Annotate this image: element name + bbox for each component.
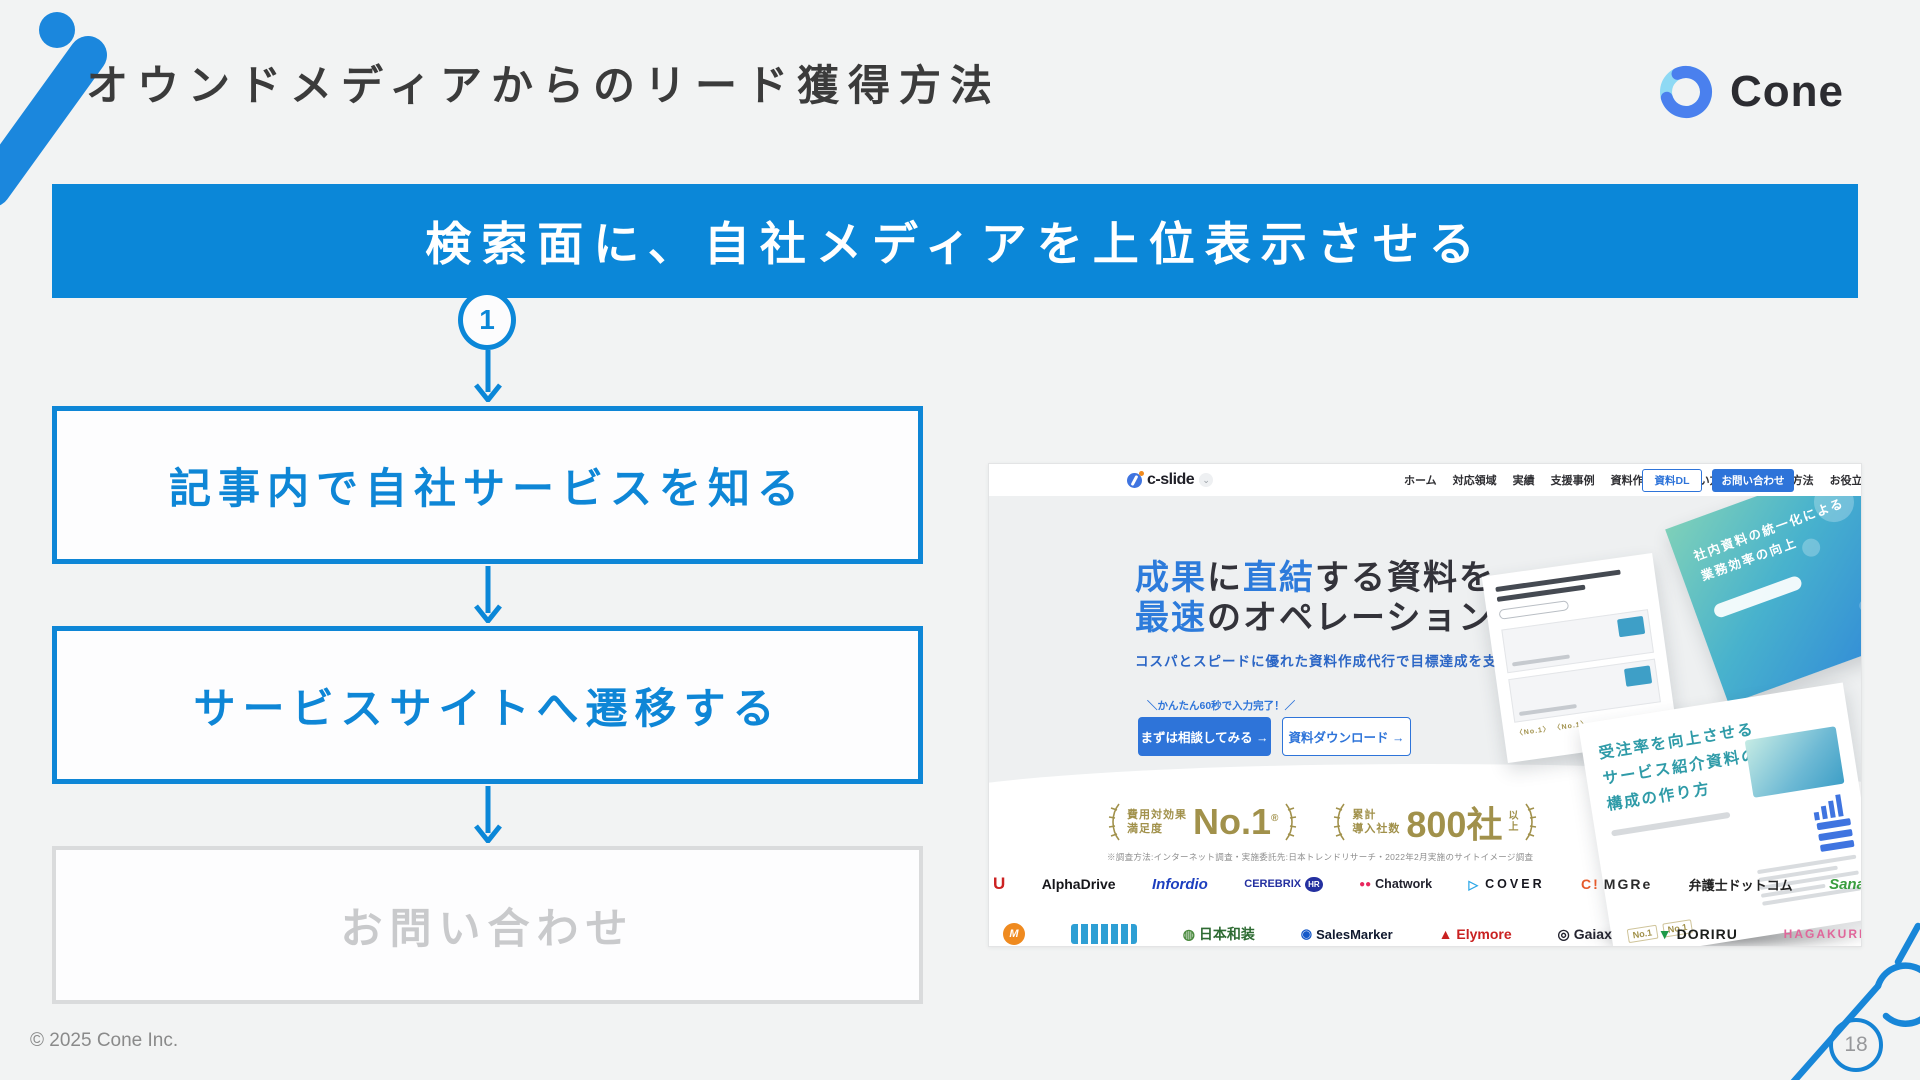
client-logo: ◎ Gaiax: [1557, 925, 1612, 943]
award-big-text: 800社: [1406, 804, 1503, 845]
client-logo: Sana: [1829, 875, 1862, 893]
flow-box-know-service: 記事内で自社サービスを知る: [52, 406, 923, 564]
client-logo: ●● Chatwork: [1359, 877, 1433, 891]
hero-word-blue: 最速: [1135, 599, 1207, 637]
client-logo: [1070, 924, 1137, 944]
hero-word-blue: 直結: [1243, 559, 1315, 597]
survey-note: ※調査方法:インターネット調査・実施委託先:日本トレンドリサーチ・2022年2月…: [1107, 852, 1534, 862]
hero-word-blue: 成果: [1135, 559, 1207, 597]
blue-bars-icon: [1070, 924, 1137, 944]
orange-swirl-icon: M: [1003, 923, 1025, 945]
flow-box-label: サービスサイトへ遷移する: [193, 684, 782, 732]
cone-ring-icon: [1660, 66, 1712, 118]
client-logo: ▷ COVER: [1468, 877, 1545, 892]
chevron-down-icon: ⌄: [1199, 473, 1214, 487]
nav-link-results[interactable]: 実績: [1512, 475, 1535, 487]
cone-logo-text: Cone: [1730, 67, 1844, 116]
cone-logo: Cone: [1658, 64, 1844, 120]
site-hero-subtitle: コスパとスピードに優れた資料作成代行で目標達成を支援します: [1135, 654, 1556, 669]
client-logo: AlphaDrive: [1041, 876, 1116, 892]
hero-word: に: [1207, 559, 1243, 597]
cslide-logo[interactable]: c-slide ⌄: [1127, 464, 1214, 496]
mgre-icon: C!: [1581, 876, 1600, 892]
flow-box-go-to-site: サービスサイトへ遷移する: [52, 626, 923, 784]
flow-box-label: 記事内で自社サービスを知る: [168, 464, 806, 512]
client-logo: U: [993, 874, 1006, 893]
leaf-icon: ◍: [1182, 925, 1195, 942]
laurel-left-icon: [1334, 803, 1346, 841]
award-badge-800: 累計 導入社数 800社 以 上: [1332, 796, 1538, 848]
laurel-right-icon: [1525, 803, 1537, 841]
mini-bar-chart: [1812, 794, 1844, 821]
hero-word: する資料を: [1315, 559, 1495, 597]
award-badges: 費用対効果 満足度 No.1® 累計 導入社数 800社 以 上: [1107, 796, 1538, 848]
cerebrix-hr-icon: HR: [1305, 876, 1323, 892]
step-number-badge: 1: [458, 290, 516, 350]
client-logo: C! MGRe: [1581, 876, 1653, 892]
client-logo: ▲ Elymore: [1438, 926, 1512, 942]
client-logo: HAGAKURE: [1783, 927, 1862, 941]
client-logo: Infordio: [1152, 875, 1208, 893]
site-hero-microcopy: ＼かんたん60秒で入力完了！／: [1147, 700, 1296, 712]
nav-link-resources[interactable]: お役立ち資料: [1829, 475, 1862, 487]
flow-arrow-down-icon: [474, 566, 502, 623]
website-screenshot: c-slide ⌄ ホーム 対応領域 実績 支援事例 資料作成代行の使い方 料金…: [988, 463, 1862, 947]
laurel-right-icon: [1285, 803, 1297, 841]
laurel-left-icon: [1108, 803, 1120, 841]
flame-icon: ▲: [1438, 926, 1453, 942]
award-label-bottom: 満足度: [1127, 823, 1163, 835]
client-logo: ◉ SalesMarker: [1300, 926, 1393, 942]
download-cta-button[interactable]: 資料ダウンロード →: [1282, 717, 1411, 756]
client-logo: 弁護士ドットコム: [1688, 877, 1793, 893]
award-suffix: 上: [1508, 822, 1519, 833]
chatwork-icon: ●●: [1359, 878, 1372, 890]
client-logo: ◍ 日本和装: [1182, 925, 1255, 943]
award-suffix: 以: [1508, 811, 1519, 822]
copyright-text: © 2025 Cone Inc.: [30, 1030, 179, 1051]
doriru-icon: ▼: [1657, 926, 1673, 942]
flow-arrow-down-icon: [474, 786, 502, 843]
flow-box-contact: お問い合わせ: [52, 846, 923, 1004]
contact-button[interactable]: お問い合わせ: [1712, 469, 1794, 492]
award-label-bottom: 導入社数: [1352, 823, 1401, 835]
nav-link-home[interactable]: ホーム: [1404, 475, 1437, 487]
client-logos-row2: M ◍ 日本和装 ◉ SalesMarker ▲ Elymore ◎ Gaiax: [989, 912, 1862, 946]
nav-link-areas[interactable]: 対応領域: [1452, 475, 1497, 487]
headline-banner: 検索面に、自社メディアを上位表示させる: [52, 184, 1858, 298]
client-logo: M: [1003, 923, 1025, 945]
nav-link-cases[interactable]: 支援事例: [1550, 475, 1595, 487]
slide-mockup-white-large: 受注率を向上させる サービス紹介資料の 構成の作り方 No.1 No.1: [1578, 682, 1861, 946]
headline-banner-text: 検索面に、自社メディアを上位表示させる: [425, 218, 1485, 270]
registered-mark: ®: [1271, 813, 1279, 824]
award-big-text: No.1: [1193, 801, 1272, 842]
award-badge-no1: 費用対効果 満足度 No.1®: [1107, 801, 1298, 843]
teal-slide-button: [1712, 574, 1804, 620]
client-logo: ▼ DORIRU: [1657, 926, 1738, 942]
flow-arrow-down-icon: [474, 350, 502, 402]
cover-play-icon: ▷: [1468, 877, 1482, 892]
award-label-top: 費用対効果: [1127, 809, 1187, 821]
cslide-logo-text: c-slide: [1147, 471, 1195, 488]
site-navbar: c-slide ⌄ ホーム 対応領域 実績 支援事例 資料作成代行の使い方 料金…: [989, 464, 1861, 496]
cslide-logo-icon: [1127, 470, 1144, 488]
award-label-top: 累計: [1352, 809, 1377, 821]
consult-cta-button[interactable]: まずは相談してみる →: [1138, 717, 1271, 756]
sales-marker-icon: ◉: [1300, 926, 1313, 941]
gaiax-icon: ◎: [1557, 925, 1570, 942]
corner-slash-decoration: [0, 12, 107, 206]
download-doc-button[interactable]: 資料DL: [1642, 469, 1702, 492]
corner-hook-decoration: [1790, 922, 1920, 1080]
page-title: オウンドメディアからのリード獲得方法: [86, 62, 1002, 109]
flow-box-label: お問い合わせ: [340, 904, 635, 952]
